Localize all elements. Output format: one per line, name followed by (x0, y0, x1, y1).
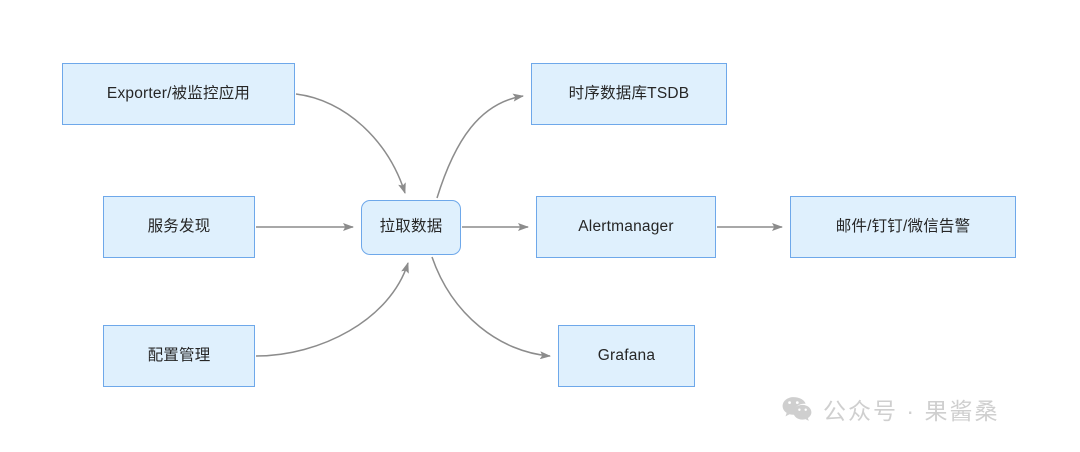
node-discovery[interactable]: 服务发现 (103, 196, 255, 258)
edge-config-to-pull (255, 262, 409, 357)
edge-exporter-to-pull (295, 93, 406, 194)
edge-pull-to-grafana (431, 256, 551, 360)
node-label-notify: 邮件/钉钉/微信告警 (835, 217, 971, 235)
node-config[interactable]: 配置管理 (103, 325, 255, 387)
node-label-exporter: Exporter/被监控应用 (106, 84, 251, 102)
node-label-alertmanager: Alertmanager (578, 217, 674, 235)
wechat-icon (782, 397, 812, 421)
node-label-discovery: 服务发现 (147, 217, 211, 235)
edge-pull-to-tsdb (436, 93, 524, 199)
node-exporter[interactable]: Exporter/被监控应用 (62, 63, 295, 125)
node-label-pull: 拉取数据 (379, 218, 443, 236)
node-tsdb[interactable]: 时序数据库TSDB (531, 63, 727, 125)
watermark-text: 公众号 · 果酱桑 (823, 398, 1000, 424)
node-label-config: 配置管理 (147, 346, 211, 364)
node-grafana[interactable]: Grafana (558, 325, 695, 387)
node-label-grafana: Grafana (597, 346, 656, 364)
node-label-tsdb: 时序数据库TSDB (568, 84, 690, 102)
node-pull[interactable]: 拉取数据 (361, 200, 461, 255)
node-alertmanager[interactable]: Alertmanager (536, 196, 716, 258)
watermark: 公众号 · 果酱桑 (782, 392, 999, 426)
node-notify[interactable]: 邮件/钉钉/微信告警 (790, 196, 1016, 258)
